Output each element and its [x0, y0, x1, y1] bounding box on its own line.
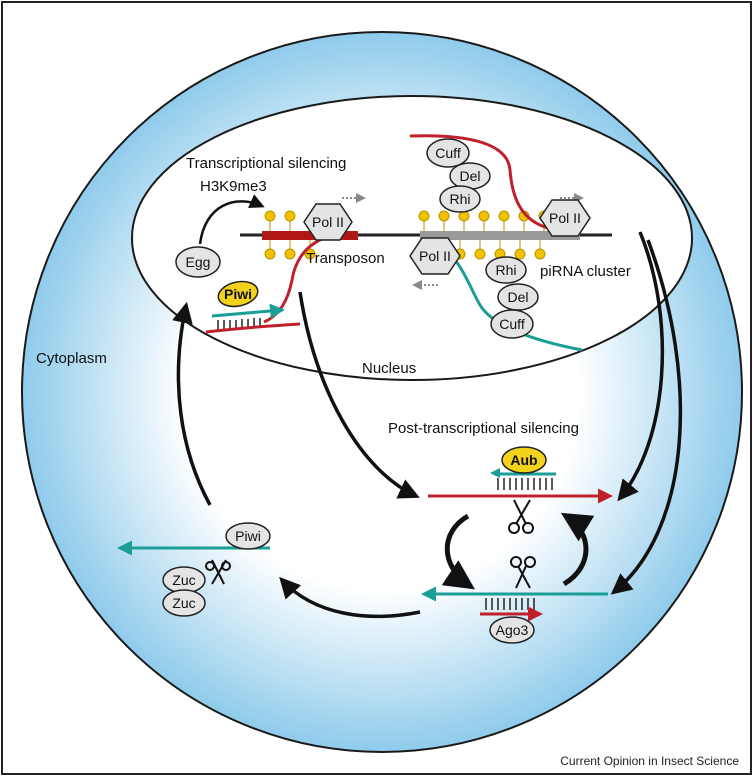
svg-text:Zuc: Zuc — [172, 572, 195, 588]
pol2-cluster-bottom: Pol II — [409, 237, 461, 275]
svg-text:Piwi: Piwi — [224, 286, 252, 302]
zuc-protein: Zuc — [162, 566, 206, 594]
svg-text:Aub: Aub — [510, 452, 537, 468]
ping-pong-arrow-right — [560, 512, 595, 587]
svg-text:Pol II: Pol II — [419, 248, 451, 264]
figure-credit: Current Opinion in Insect Science — [560, 754, 739, 768]
nucleus — [131, 95, 693, 381]
piwi-pirna-complex-nuclear — [205, 303, 301, 334]
svg-text:Pol II: Pol II — [549, 210, 581, 226]
arrow-cluster-to-aub — [617, 231, 665, 502]
ping-pong-arrow-left — [441, 513, 475, 590]
aub-complex: Aub — [490, 446, 556, 490]
label-post-transcriptional-silencing: Post-transcriptional silencing — [388, 420, 579, 437]
rhi-protein-bottom: Rhi — [485, 256, 527, 284]
label-pirna-cluster: piRNA cluster — [540, 263, 631, 280]
svg-text:Del: Del — [459, 168, 480, 184]
label-h3k9me3: H3K9me3 — [200, 178, 267, 195]
label-nucleus: Nucleus — [362, 360, 416, 377]
rhi-protein-top: Rhi — [439, 185, 481, 213]
cluster-sense-rna — [409, 134, 549, 230]
svg-text:Rhi: Rhi — [449, 191, 470, 207]
arrow-pingpong-to-piwi — [279, 576, 421, 619]
svg-text:Pol II: Pol II — [312, 214, 344, 230]
arrow-cytoplasm-to-nucleus — [172, 301, 212, 506]
label-transcriptional-silencing: Transcriptional silencing — [186, 155, 346, 172]
silencing-arrow — [198, 194, 265, 245]
ago3-complex: Ago3 — [480, 598, 543, 644]
piwi-protein-nuclear: Piwi — [217, 280, 259, 308]
cuff-protein-bottom: Cuff — [490, 309, 534, 339]
svg-text:Rhi: Rhi — [495, 262, 516, 278]
arrow-cluster-to-ago3 — [610, 239, 683, 595]
arrow-nucleus-to-pingpong — [298, 291, 420, 499]
cuff-protein-top: Cuff — [426, 138, 470, 168]
pol2-cluster-top: Pol II — [539, 199, 591, 237]
h3k9me3-marks — [264, 210, 316, 260]
svg-text:Ago3: Ago3 — [496, 622, 529, 638]
del-protein-bottom: Del — [497, 283, 539, 311]
label-transposon: Transposon — [306, 250, 385, 267]
svg-text:Piwi: Piwi — [235, 528, 261, 544]
svg-text:Del: Del — [507, 289, 528, 305]
svg-text:Egg: Egg — [186, 254, 211, 270]
scissors-icon — [510, 556, 536, 589]
scissors-icon — [508, 499, 534, 534]
label-cytoplasm: Cytoplasm — [36, 350, 107, 367]
zuc-protein: Zuc — [162, 589, 206, 617]
transposon-locus — [262, 231, 358, 240]
piwi-protein-cytoplasmic: Piwi — [225, 522, 271, 550]
pirna-cluster-locus — [420, 231, 580, 240]
svg-text:Cuff: Cuff — [499, 316, 525, 332]
svg-text:Zuc: Zuc — [172, 595, 195, 611]
svg-text:Cuff: Cuff — [435, 145, 461, 161]
pol2-transposon: Pol II — [303, 203, 353, 241]
egg-protein: Egg — [175, 246, 221, 278]
del-protein-top: Del — [449, 162, 491, 190]
scissors-icon — [205, 559, 231, 585]
